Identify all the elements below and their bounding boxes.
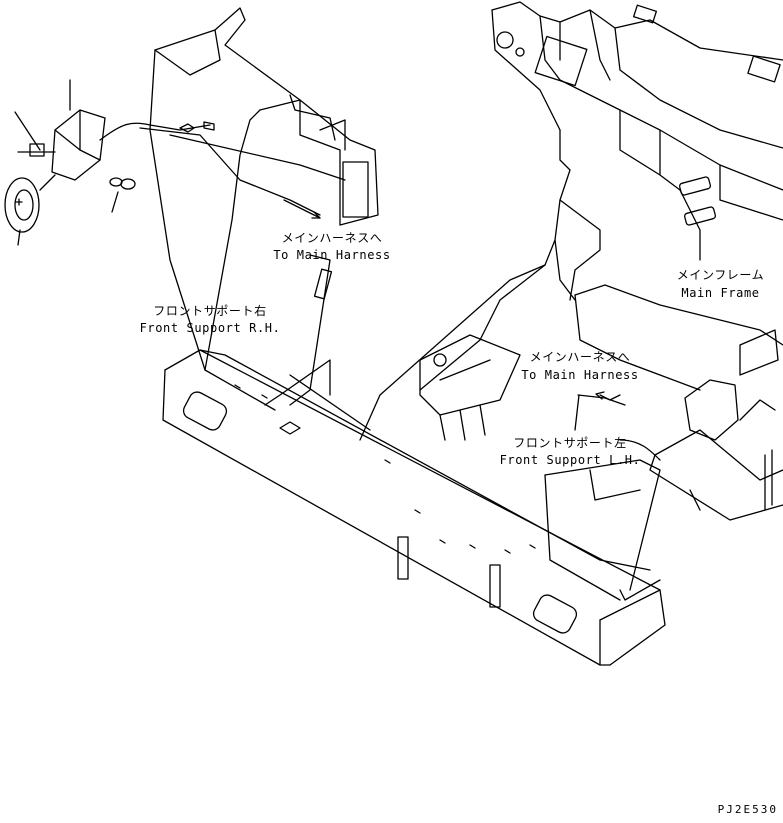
front-support-rh [149, 7, 379, 411]
front-support-lh-label-jp: フロントサポート左 [513, 436, 627, 450]
harness-label-rh-en: To Main Harness [273, 248, 391, 262]
main-frame-label-en: Main Frame [681, 286, 760, 300]
harness-label-lh-en: To Main Harness [521, 368, 639, 382]
harness-label-rh-jp: メインハーネスへ [281, 231, 383, 245]
front-support-lh [419, 334, 661, 601]
front-support-rh-label-jp: フロントサポート右 [153, 304, 267, 318]
harness-label-lh-jp: メインハーネスへ [529, 350, 631, 364]
front-support-lh-label-en: Front Support L.H. [499, 453, 641, 467]
drawing-code: PJ2E530 [717, 803, 778, 816]
leader-lines [283, 199, 701, 511]
horn-assembly [4, 79, 321, 246]
main-frame [359, 1, 783, 441]
front-support-rh-label-en: Front Support R.H. [139, 321, 281, 335]
front-crossbeam [162, 349, 666, 666]
lamp-assembly-rh [574, 284, 783, 521]
main-frame-label-jp: メインフレーム [676, 268, 765, 282]
